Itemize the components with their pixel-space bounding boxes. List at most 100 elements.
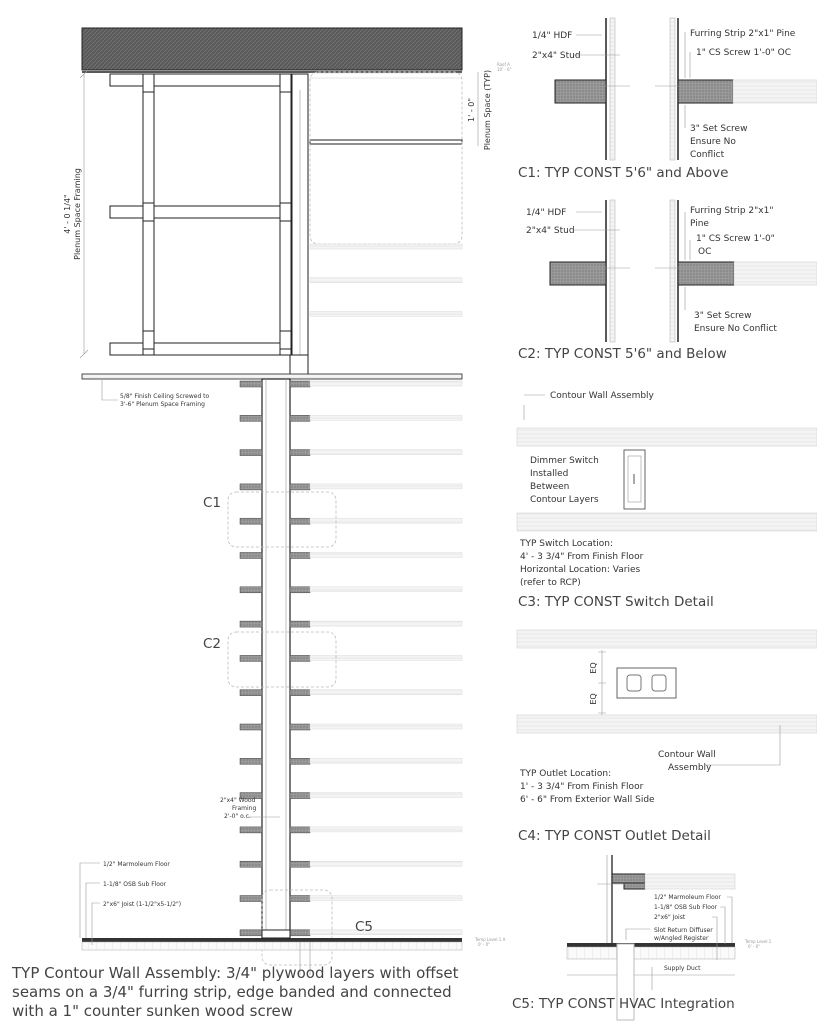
c4-location-note: TYP Outlet Location: [519,769,611,779]
c1-set-screw-label: 3" Set Screw [690,124,747,134]
c1-screw-label: 1" CS Screw 1'-0" OC [696,48,791,58]
c4-assembly-label: Assembly [668,763,712,773]
plenum-framing [109,73,463,377]
callout-c1-box[interactable] [227,491,337,548]
contour-layer [309,483,463,490]
c3-dimmer-label: Between [530,482,569,492]
contour-layer [309,792,463,798]
furring-strip [289,449,311,456]
c2-furring-label: Furring Strip 2"x1" [690,206,773,216]
furring-strip [289,586,311,594]
contour-layer [309,586,463,593]
c2-furring-label: Pine [690,219,709,229]
c3-location-note: 4' - 3 3/4" From Finish Floor [520,552,644,562]
subfloor-label: 1-1/8" OSB Sub Floor [103,881,167,888]
duplex-outlet [616,667,677,699]
framing-note: 2'-0" o.c. [224,813,251,820]
callout-c2-box[interactable] [227,631,337,688]
finish-floor [82,938,462,942]
c5-diffuser-label: Slot Return Diffuser [654,927,713,934]
c3-dimmer-label: Installed [530,469,568,479]
contour-layer [309,243,463,250]
furring-strip [239,449,263,456]
plenum-label: Plenum Space Framing [73,168,82,260]
furring-strip [239,860,263,868]
furring-strip [239,552,263,559]
detail-c2: 1/4" HDF 2"x4" Stud Furring Strip 2"x1" … [518,199,817,362]
furring-strip [289,620,311,628]
c5-level-elevation: 0' - 0" [748,944,760,949]
c4-assembly-label: Contour Wall [658,750,716,760]
plenum-space-dimension-value: 1' - 0" [467,98,476,122]
furring-strip [289,929,311,937]
c3-location-note: (refer to RCP) [520,578,581,588]
detail-c5: 1/2" Marmoleum Floor 1-1/8" OSB Sub Floo… [512,855,772,1021]
contour-layers [239,243,463,937]
callout-c5[interactable]: C5 [355,919,373,935]
furring-strip [239,586,263,594]
furring-strip [239,758,263,765]
c2-set-screw-label: 3" Set Screw [694,311,751,321]
c5-joist-label: 2"x6" Joist [654,914,686,921]
c1-set-screw-label: Ensure No [690,137,736,147]
c3-assembly-label: Contour Wall Assembly [550,391,655,401]
furring-strip [289,860,311,868]
callout-c5-box[interactable] [261,889,333,966]
assembly-caption: seams on a 3/4" furring strip, edge band… [12,983,452,1001]
detail-c3: Contour Wall Assembly Dimmer Switch Inst… [516,391,817,610]
c5-diffuser-label: w/Angled Register [654,935,709,942]
ceiling-note: 5/8" Finish Ceiling Screwed to [120,393,210,400]
contour-layer [309,826,463,833]
roof-level-elevation: 10' - 6" [497,67,512,72]
framing-note: Framing [232,805,256,812]
furring-strip [239,415,263,422]
c2-stud-label: 2"x4" Stud [526,226,575,236]
finish-ceiling [81,373,463,380]
furring-strip [239,826,263,834]
contour-layer [309,758,463,764]
contour-layer [309,655,463,661]
c4-location-note: 1' - 3 3/4" From Finish Floor [520,782,644,792]
furring-strip [239,620,263,628]
furring-strip [289,758,311,765]
detail-c1: 1/4" HDF 2"x4" Stud Furring Strip 2"x1" … [518,17,817,181]
c2-hdf-label: 1/4" HDF [526,208,566,218]
furring-strip [239,380,263,388]
ceiling-note: 3'-6" Plenum Space Framing [120,401,205,408]
contour-layer [309,517,463,524]
furring-strip [239,723,263,731]
sub-floor [81,941,463,951]
c3-title: C3: TYP CONST Switch Detail [518,594,714,610]
furring-strip [239,517,263,525]
furring-strip [289,415,311,422]
contour-layer [309,380,463,387]
c4-eq-label: EQ [589,662,598,673]
callout-c2[interactable]: C2 [203,636,221,652]
c2-title: C2: TYP CONST 5'6" and Below [518,346,727,362]
contour-layer [309,449,463,455]
roof-slab [81,27,463,71]
contour-layer [309,620,463,627]
furring-strip [289,483,311,491]
furring-strip [289,552,311,559]
c1-stud-label: 2"x4" Stud [532,51,581,61]
contour-layer [309,689,463,695]
c2-screw-label: 1" CS Screw 1'-0" [696,234,775,244]
detail-c4: EQ EQ Contour Wall Assembly TYP Outlet L… [516,629,817,844]
c4-title: C4: TYP CONST Outlet Detail [518,828,711,844]
contour-layer [309,552,463,558]
callout-c1[interactable]: C1 [203,495,221,511]
c2-screw-label: OC [698,247,711,257]
plenum-dimension-value: 4' - 0 1/4" [63,194,72,233]
furring-strip [239,792,263,799]
c5-level-name: Temp Level 1 [744,939,772,944]
furring-strip [289,826,311,834]
assembly-caption: TYP Contour Wall Assembly: 3/4" plywood … [11,964,459,982]
contour-layer [309,929,463,936]
floor-level-elevation: 0' - 0" [478,942,490,947]
furring-strip [289,689,311,696]
c5-duct-label: Supply Duct [664,965,701,972]
assembly-caption: with a 1" counter sunken wood screw [12,1002,293,1020]
furring-strip [239,895,263,902]
